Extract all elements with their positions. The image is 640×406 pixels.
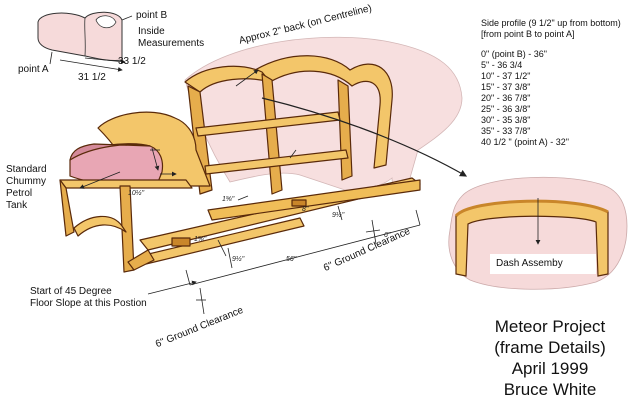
side-profile-row: 15" - 37 3/8"	[481, 82, 531, 92]
side-profile-row: 20" - 36 7/8"	[481, 93, 531, 103]
title-line-1: Meteor Project	[494, 317, 606, 336]
label-dim-31-half: 31 1/2	[78, 72, 106, 83]
side-profile-row: 30" - 35 3/8"	[481, 115, 531, 125]
side-profile-header: Side profile (9 1/2" up from bottom) [fr…	[481, 18, 621, 39]
side-profile-row: 35" - 33 7/8"	[481, 126, 531, 136]
title-block: Meteor Project (frame Details) April 199…	[460, 316, 640, 400]
title-line-3: April 1999	[511, 359, 589, 378]
side-profile-row: 40 1/2 " (point A) - 32"	[481, 137, 569, 147]
side-profile-row: 0" (point B) - 36"	[481, 49, 547, 59]
dash-assembly-detail	[448, 176, 628, 290]
hand-dim-9-half-a: 9½"	[332, 212, 345, 219]
side-profile-table: Side profile (9 1/2" up from bottom) [fr…	[481, 18, 621, 148]
label-point-a: point A	[18, 64, 49, 75]
wood-frame	[59, 55, 421, 273]
label-floor-slope: Start of 45 Degree Floor Slope at this P…	[30, 286, 147, 309]
label-dash-assembly: Dash Assemby	[496, 258, 563, 269]
hand-dim-1-5-8-b: 1⅝"	[194, 236, 207, 243]
label-standard-tank: Standard Chummy Petrol Tank	[6, 164, 47, 211]
title-line-4: Bruce White	[503, 380, 597, 399]
hand-dim-56: 56"	[286, 256, 297, 263]
inset-profile-sketch	[37, 11, 133, 72]
hand-dim-6: 6"	[384, 232, 391, 239]
label-dim-33-half: 33 1/2	[118, 56, 146, 67]
side-profile-row: 10" - 37 1/2"	[481, 71, 531, 81]
side-profile-row: 25" - 36 3/8"	[481, 104, 531, 114]
hand-dim-10-half: 10½"	[128, 190, 145, 197]
title-line-2: (frame Details)	[494, 338, 606, 357]
hand-dim-8: 8"	[302, 206, 309, 213]
dash-callout-arrow	[261, 97, 468, 177]
side-profile-row: 5" - 36 3/4	[481, 60, 523, 70]
hand-dim-1-5-8-a: 1⅝"	[222, 196, 235, 203]
hand-dim-9-half-b: 9½"	[232, 256, 245, 263]
label-point-b: point B	[136, 10, 168, 21]
label-inside-measurements: Inside Measurements	[138, 26, 205, 49]
dimension-lines	[79, 69, 421, 315]
